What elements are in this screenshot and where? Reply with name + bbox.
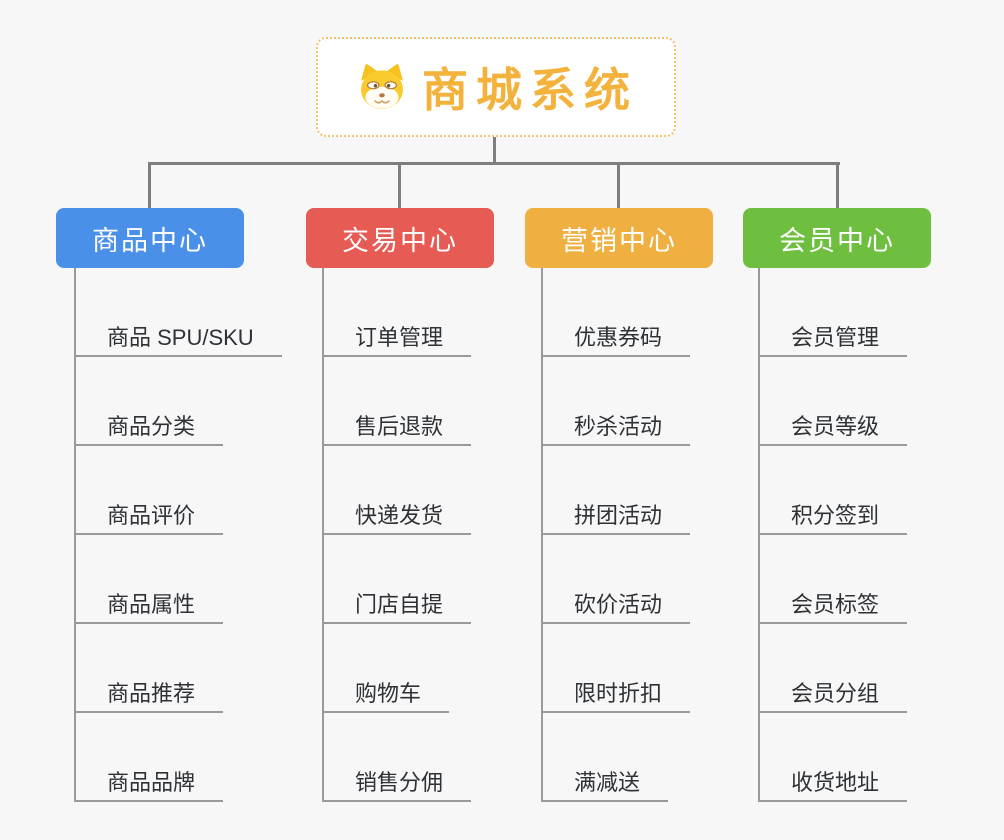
leaf-node[interactable]: 拼团活动	[541, 499, 691, 535]
leaf-node[interactable]: 销售分佣	[322, 766, 472, 802]
leaf-node[interactable]: 收货地址	[758, 766, 908, 802]
leaf-node[interactable]: 商品分类	[74, 410, 224, 446]
leaf-node[interactable]: 优惠券码	[541, 321, 691, 357]
leaf-node[interactable]: 商品 SPU/SKU	[74, 321, 282, 357]
leaf-node[interactable]: 积分签到	[758, 499, 908, 535]
leaf-node[interactable]: 商品评价	[74, 499, 224, 535]
root-node[interactable]: 商城系统	[316, 37, 676, 137]
branch-node-product[interactable]: 商品中心	[56, 208, 244, 268]
leaf-node[interactable]: 商品品牌	[74, 766, 224, 802]
leaf-node[interactable]: 会员分组	[758, 677, 908, 713]
leaf-node[interactable]: 售后退款	[322, 410, 472, 446]
branch-spine-trade	[322, 268, 324, 802]
connector-root-stem	[493, 137, 496, 165]
branch-spine-member	[758, 268, 760, 802]
connector-drop-product	[148, 162, 151, 208]
leaf-node[interactable]: 商品属性	[74, 588, 224, 624]
leaf-node[interactable]: 会员标签	[758, 588, 908, 624]
branch-node-marketing[interactable]: 营销中心	[525, 208, 713, 268]
leaf-node[interactable]: 会员等级	[758, 410, 908, 446]
leaf-node[interactable]: 订单管理	[322, 321, 472, 357]
dog-face-icon	[361, 64, 403, 109]
leaf-node[interactable]: 购物车	[322, 677, 450, 713]
connector-drop-marketing	[617, 162, 620, 208]
connector-drop-member	[836, 162, 839, 208]
leaf-node[interactable]: 会员管理	[758, 321, 908, 357]
branch-spine-product	[74, 268, 76, 802]
leaf-node[interactable]: 商品推荐	[74, 677, 224, 713]
branch-node-trade[interactable]: 交易中心	[306, 208, 494, 268]
connector-horizontal-bar	[148, 162, 840, 165]
root-title: 商城系统	[422, 64, 638, 116]
leaf-node[interactable]: 秒杀活动	[541, 410, 691, 446]
branch-spine-marketing	[541, 268, 543, 802]
branch-node-member[interactable]: 会员中心	[743, 208, 931, 268]
leaf-node[interactable]: 门店自提	[322, 588, 472, 624]
leaf-node[interactable]: 限时折扣	[541, 677, 691, 713]
leaf-node[interactable]: 砍价活动	[541, 588, 691, 624]
connector-drop-trade	[398, 162, 401, 208]
leaf-node[interactable]: 快递发货	[322, 499, 472, 535]
leaf-node[interactable]: 满减送	[541, 766, 669, 802]
